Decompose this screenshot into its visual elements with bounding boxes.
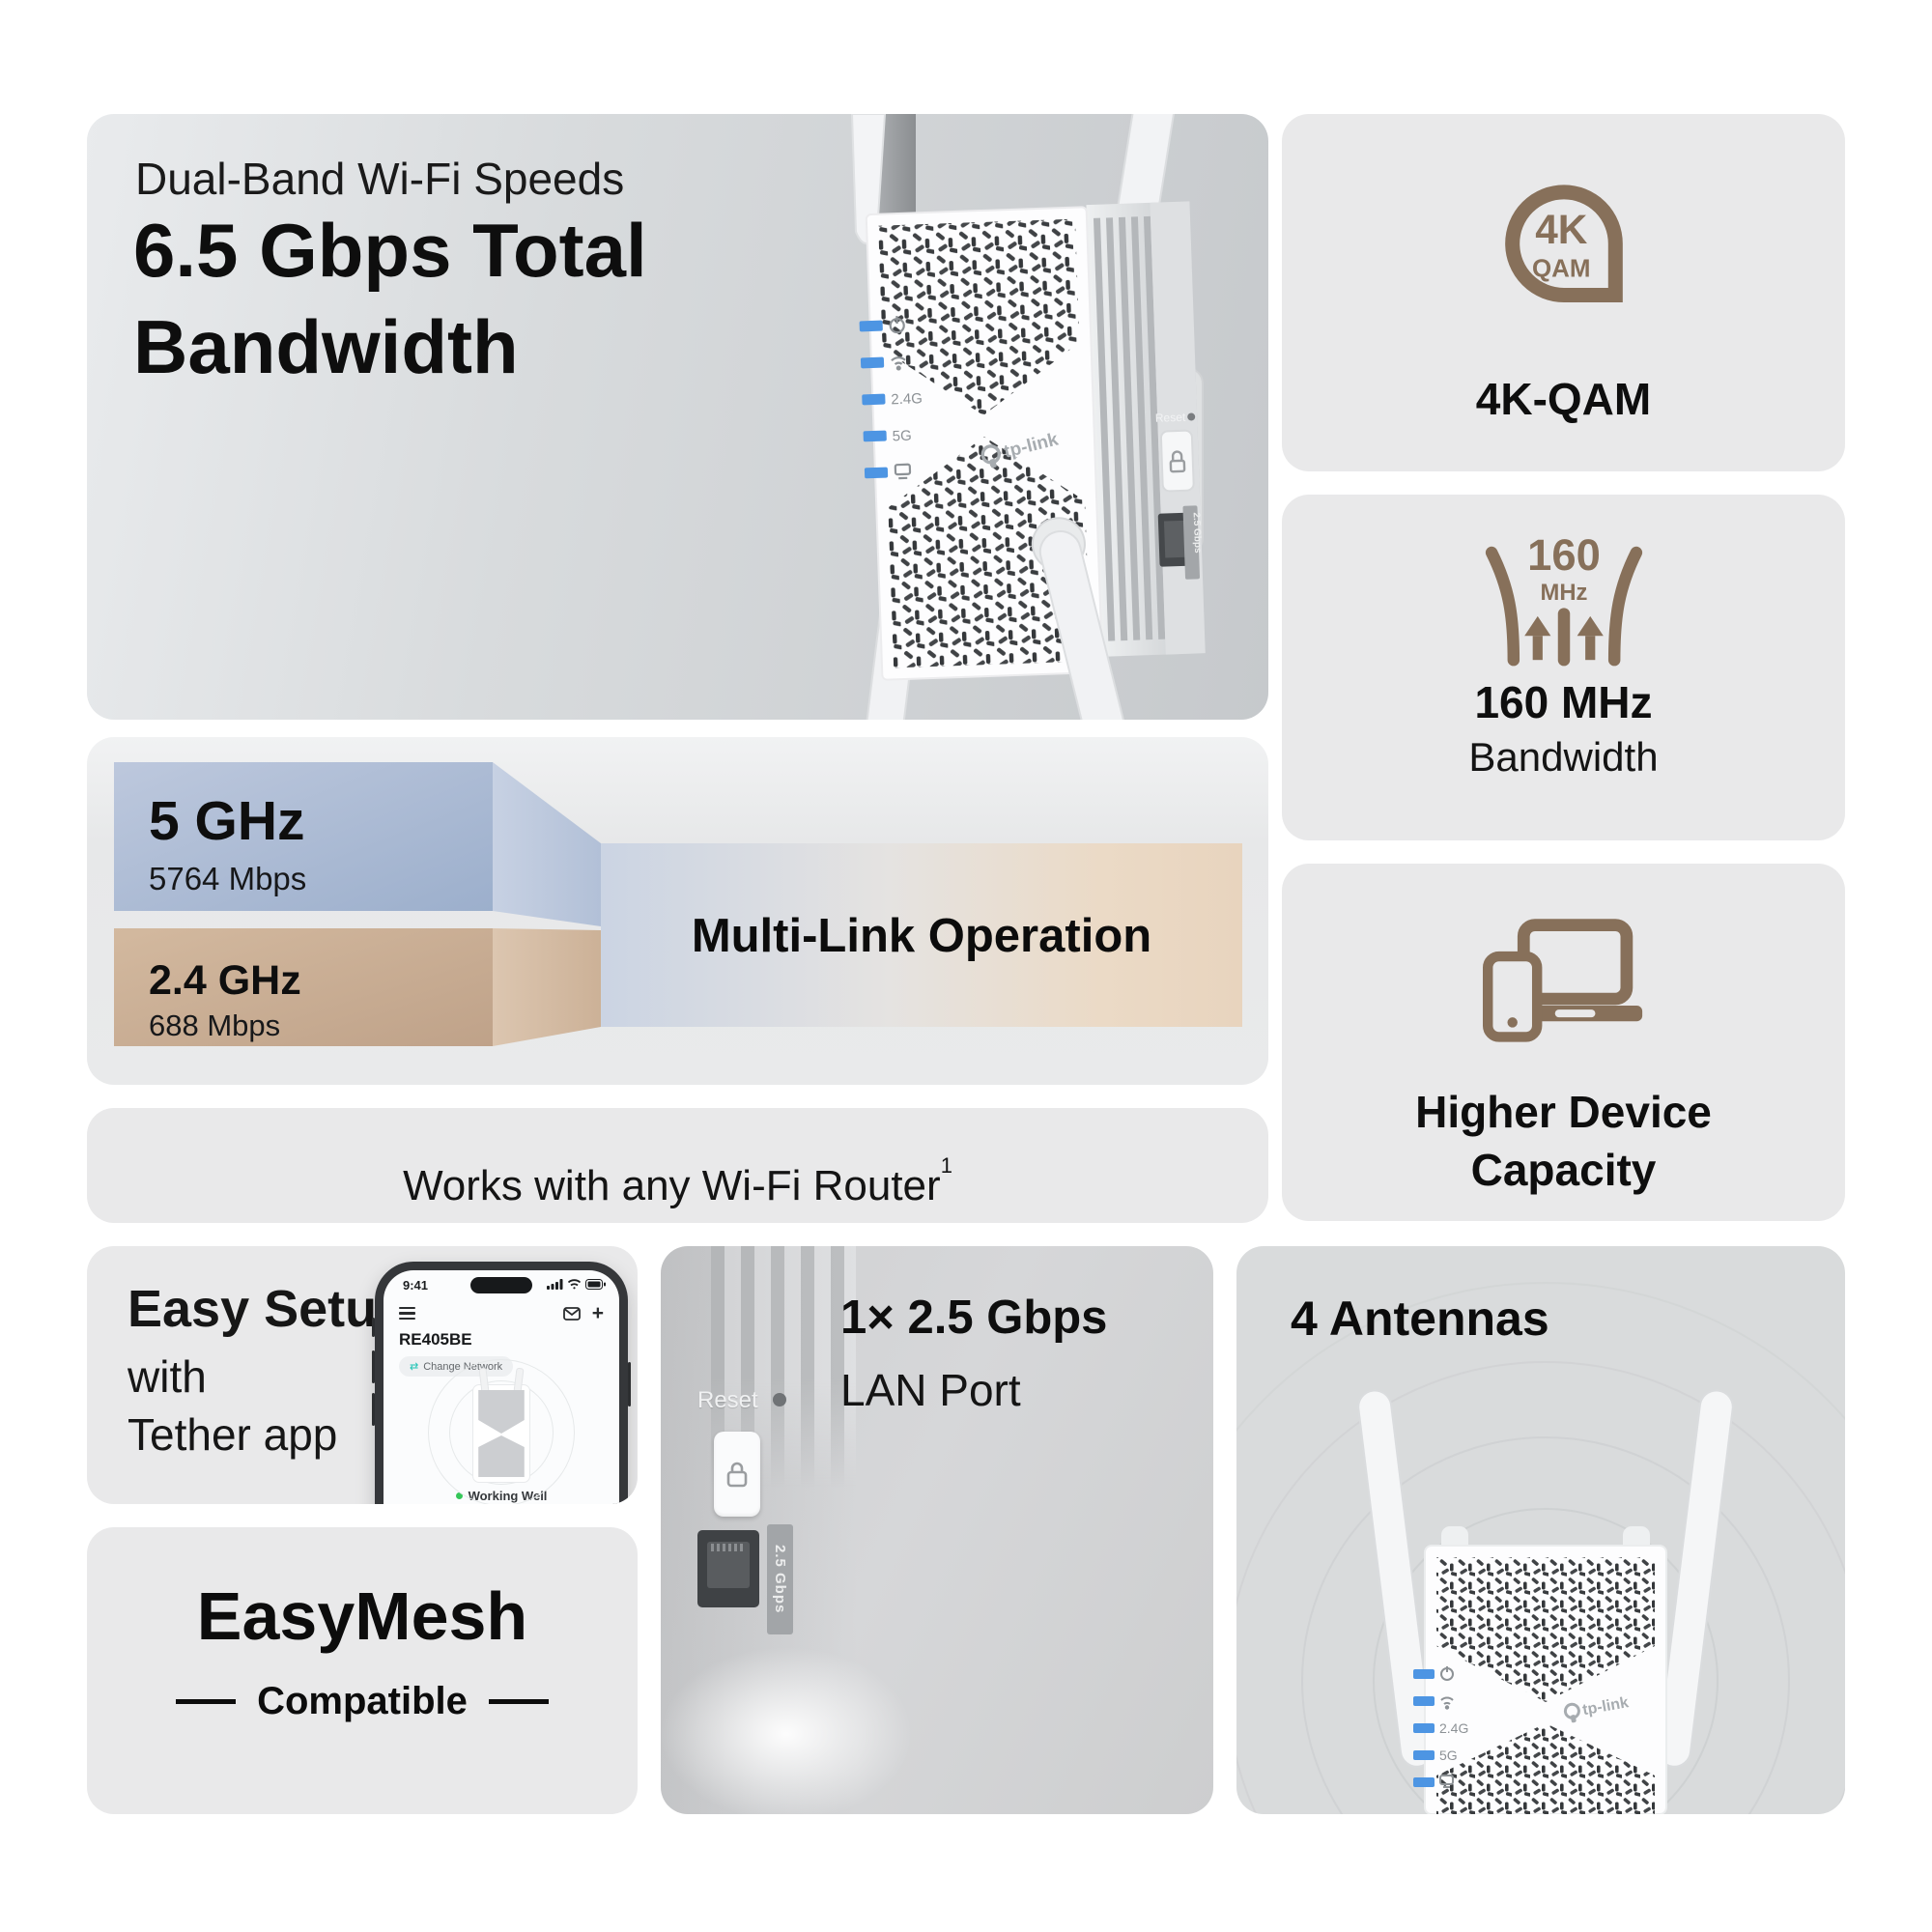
power-icon [889, 316, 905, 334]
wifi-icon [1440, 1696, 1454, 1710]
plug-highlight [661, 1647, 912, 1814]
easy-setup-line2: with [128, 1351, 207, 1402]
bar-24ghz [114, 928, 493, 1046]
svg-text:MHz: MHz [1540, 580, 1587, 606]
bar2-label: 2.4 GHz [149, 957, 301, 1004]
bar1-value: 5764 Mbps [149, 861, 306, 896]
router-compat-panel: Works with any Wi-Fi Router1 [87, 1108, 1268, 1223]
battery-icon [585, 1279, 606, 1290]
bar2-value: 688 Mbps [149, 1009, 280, 1042]
wifi-icon [891, 356, 906, 371]
capacity-caption-line2: Capacity [1470, 1145, 1657, 1195]
client-icon [894, 463, 912, 480]
phone-time: 9:41 [403, 1278, 429, 1293]
app-device-name: RE405BE [399, 1330, 472, 1349]
easymesh-panel: EasyMesh Compatible [87, 1527, 638, 1814]
reset-hole [1187, 412, 1196, 421]
easymesh-subtitle: Compatible [87, 1680, 638, 1723]
bevel-24ghz [493, 928, 601, 1046]
dash-right [488, 1699, 549, 1704]
mhz-panel: 160 MHz 160 MHz Bandwidth [1282, 495, 1845, 840]
easy-setup-title: Easy Setup [128, 1280, 410, 1338]
lock-icon [726, 1462, 748, 1488]
capacity-caption-line1: Higher Device [1415, 1087, 1712, 1137]
mhz-caption: 160 MHz [1474, 677, 1653, 727]
perforation-bottom [888, 437, 1091, 668]
capacity-panel: Higher Device Capacity [1282, 864, 1845, 1221]
multilink-graphic: 5 GHz 5764 Mbps 2.4 GHz 688 Mbps Multi-L… [114, 762, 1242, 1046]
hero-title-line2: Bandwidth [133, 303, 519, 389]
qam-panel: 4K QAM 4K-QAM [1282, 114, 1845, 471]
led-5g-label: 5G [892, 428, 912, 445]
side-port-label: 2.5 Gbps [1191, 512, 1203, 554]
router-compat-text: Works with any Wi-Fi Router1 [403, 1153, 952, 1209]
hero-title: 6.5 Gbps Total Bandwidth [133, 203, 647, 396]
perforation-top [878, 218, 1080, 416]
multilink-panel: 5 GHz 5764 Mbps 2.4 GHz 688 Mbps Multi-L… [87, 737, 1268, 1085]
phone-screen: 9:41 [384, 1270, 619, 1504]
bar1-label: 5 GHz [149, 790, 305, 852]
bar-5ghz [114, 762, 493, 911]
lan-title: 1× 2.5 Gbps [840, 1292, 1108, 1344]
ethernet-port: 2.5 Gbps [1157, 505, 1203, 580]
160mhz-icon: 160 MHz [1485, 530, 1642, 667]
antenna-left [1357, 1389, 1435, 1768]
easy-setup-panel: Easy Setup with Tether app 9:41 [87, 1246, 638, 1504]
wps-button [1159, 429, 1195, 493]
phone-statusbar: 9:41 [384, 1270, 619, 1299]
wifi-status-icon [567, 1279, 582, 1290]
signal-icon [547, 1279, 563, 1290]
led-24g-label: 2.4G [891, 390, 923, 408]
mhz-caption-sub: Bandwidth [1468, 734, 1659, 780]
devices-icon [1482, 919, 1642, 1042]
lan-subtitle: LAN Port [840, 1365, 1021, 1415]
easy-setup-line3: Tether app [128, 1409, 338, 1460]
easymesh-title: EasyMesh [196, 1578, 528, 1654]
menu-icon [399, 1304, 415, 1322]
led-5g-label: 5G [1439, 1747, 1458, 1763]
port-speed-plate: 2.5 Gbps [767, 1524, 793, 1634]
swap-icon: ⇄ [410, 1361, 419, 1373]
power-icon [1440, 1666, 1454, 1681]
status-dot [455, 1492, 463, 1499]
led-strip: 2.4G 5G [1413, 1666, 1468, 1788]
band-label: Multi-Link Operation [692, 910, 1151, 962]
qam-caption: 4K-QAM [1475, 374, 1652, 424]
footnote-mark: 1 [940, 1153, 952, 1178]
up-arrows [1523, 615, 1604, 661]
merged-band [601, 843, 1242, 1027]
led-strip: 2.4G 5G [859, 316, 923, 480]
ethernet-port [697, 1530, 759, 1607]
wps-button [714, 1432, 760, 1517]
perforation-bottom [1436, 1723, 1655, 1814]
hero-title-line1: 6.5 Gbps Total [133, 208, 647, 293]
lan-port-panel: Reset 2.5 Gbps 1× 2.5 Gbps LAN Port [661, 1246, 1213, 1814]
svg-text:QAM: QAM [1531, 253, 1590, 282]
extender-device: Reset 2.5 Gbps tp-link [859, 201, 1206, 681]
4k-qam-icon: 4K QAM [1504, 185, 1623, 302]
perforation-top [1436, 1557, 1655, 1702]
dash-left [176, 1699, 237, 1704]
reset-label: Reset [697, 1387, 758, 1413]
svg-text:160: 160 [1527, 530, 1601, 580]
phone-notch [470, 1277, 532, 1293]
antennas-photo: tp-link 2.4G 5G [1236, 1282, 1845, 1814]
reset-hole [773, 1393, 786, 1406]
led-24g-label: 2.4G [1439, 1720, 1468, 1736]
tether-app-phone: 9:41 [372, 1262, 631, 1504]
antennas-panel: tp-link 2.4G 5G 4 Antennas [1236, 1246, 1845, 1814]
antennas-title: 4 Antennas [1291, 1292, 1549, 1346]
bevel-5ghz [493, 762, 601, 926]
extender-wall-photo: Reset 2.5 Gbps tp-link [850, 114, 1206, 720]
antenna-bottom-right [1031, 517, 1131, 720]
add-icon: + [591, 1302, 604, 1324]
side-reset-label: Reset [1155, 411, 1186, 425]
client-icon [1439, 1775, 1454, 1788]
message-icon [562, 1306, 581, 1321]
app-device-illustration [419, 1359, 583, 1504]
hero-panel: Dual-Band Wi-Fi Speeds 6.5 Gbps Total Ba… [87, 114, 1268, 720]
svg-text:4K: 4K [1535, 207, 1588, 252]
hero-eyebrow: Dual-Band Wi-Fi Speeds [135, 154, 625, 204]
antenna-right [1657, 1389, 1734, 1768]
